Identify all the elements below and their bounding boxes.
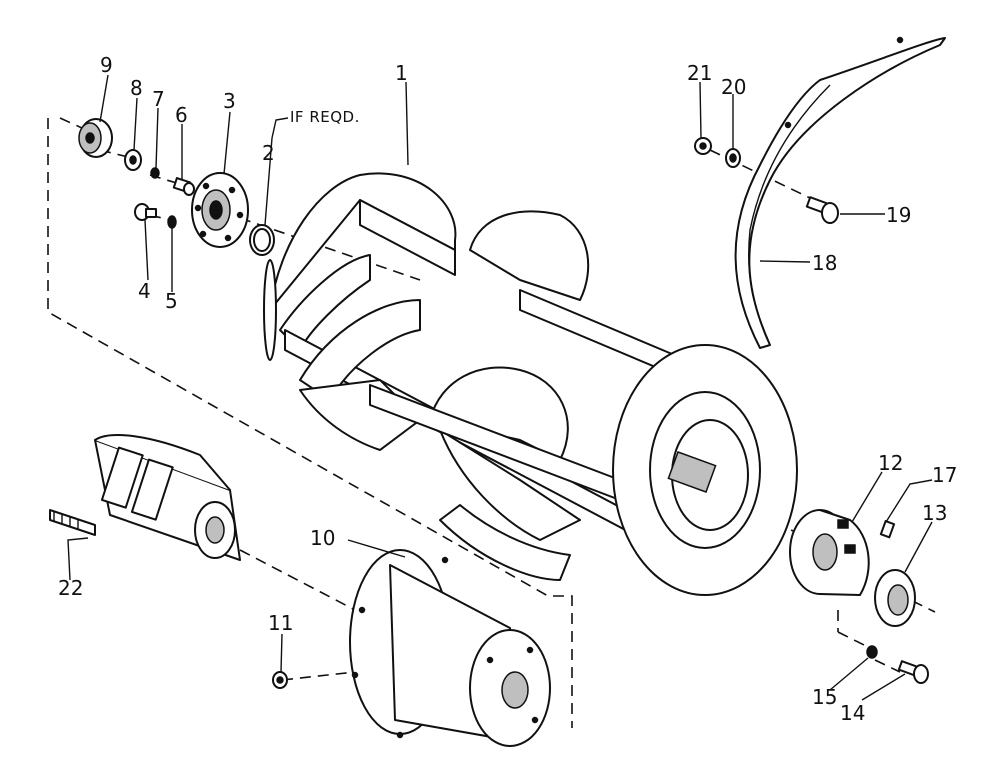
callout-9: 9	[100, 53, 113, 77]
callout-18: 18	[812, 251, 837, 275]
callout-4: 4	[138, 279, 151, 303]
callout-labels: 1 2 3 4 5 6 7 8 9 10 11 12 13 14 15 17 1…	[58, 53, 957, 725]
callout-8: 8	[130, 76, 143, 100]
callout-2: 2	[262, 141, 275, 165]
callout-1: 1	[395, 61, 408, 85]
part-9-pulley	[78, 118, 113, 158]
leader-lines	[67, 74, 933, 701]
part-8-washer	[124, 149, 142, 171]
part-5-washer	[167, 215, 177, 229]
callout-19: 19	[886, 203, 911, 227]
part-7-washer	[150, 167, 160, 179]
part-14-bolt	[897, 660, 929, 684]
part-4-bolt	[134, 203, 157, 221]
callout-10: 10	[310, 526, 335, 550]
callout-20: 20	[721, 75, 746, 99]
callout-21: 21	[687, 61, 712, 85]
callout-14: 14	[840, 701, 865, 725]
callout-15: 15	[812, 685, 837, 709]
callout-22: 22	[58, 576, 83, 600]
part-2-o-ring	[249, 224, 275, 256]
callout-5: 5	[165, 289, 178, 313]
callout-12: 12	[878, 451, 903, 475]
callout-11: 11	[268, 611, 293, 635]
callout-3: 3	[223, 89, 236, 113]
part-21-nut	[694, 137, 712, 155]
callout-6: 6	[175, 103, 188, 127]
callout-17: 17	[932, 463, 957, 487]
if-required-note: IF REQD.	[290, 108, 360, 126]
part-11-nut	[272, 671, 288, 689]
part-15-washer	[866, 645, 878, 659]
part-17-set-screw	[879, 520, 896, 539]
part-13-ring	[874, 569, 916, 627]
part-22-motor	[49, 434, 241, 561]
part-6-bolt	[172, 177, 195, 196]
part-12-coupling	[789, 509, 870, 596]
part-19-bolt	[805, 196, 839, 224]
part-18-shroud	[734, 36, 946, 349]
part-10-housing	[349, 549, 551, 747]
callout-7: 7	[152, 87, 165, 111]
part-1-auger	[263, 172, 798, 596]
part-3-flange	[191, 172, 249, 248]
part-20-washer	[725, 148, 741, 168]
callout-13: 13	[922, 501, 947, 525]
